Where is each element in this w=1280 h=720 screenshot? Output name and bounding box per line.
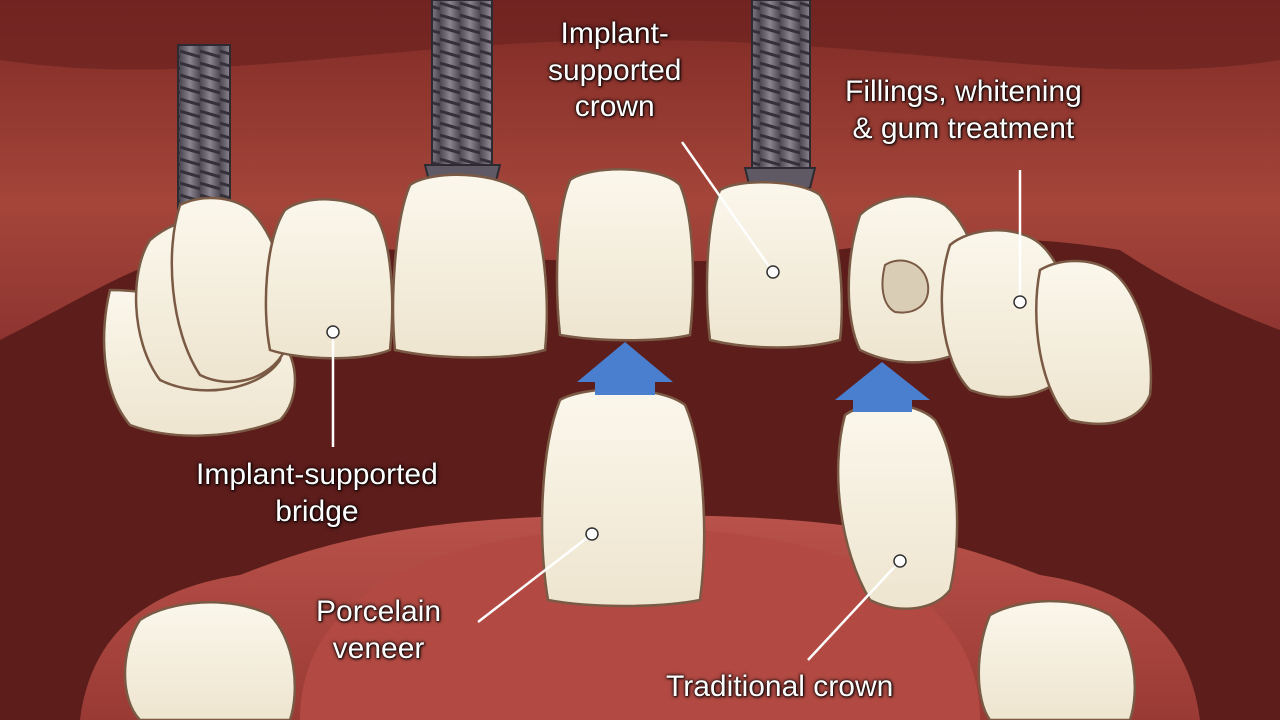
label-line: bridge xyxy=(275,494,359,528)
tooth-porcelain-veneer xyxy=(540,388,706,608)
label-line: Porcelain xyxy=(316,595,442,628)
label-fillings-whitening: Fillings, whitening & gum treatment xyxy=(845,74,1082,147)
leader-lines xyxy=(326,141,1027,661)
tooth-right-molar xyxy=(1035,259,1153,425)
tooth-bridge-central xyxy=(391,173,549,359)
upper-gum-shade xyxy=(0,0,1280,70)
label-line: Implant-supported xyxy=(196,458,438,491)
label-traditional-crown: Traditional crown xyxy=(666,669,893,706)
tooth-implant-crown xyxy=(555,168,695,342)
label-line: & gum treatment xyxy=(852,111,1075,145)
tooth-bridge-lateral xyxy=(264,198,394,360)
label-line: veneer xyxy=(332,631,425,665)
label-line: Fillings, whitening xyxy=(845,75,1082,108)
label-line: Implant- xyxy=(560,17,669,50)
tooth-lower-right xyxy=(977,599,1136,720)
tongue xyxy=(300,528,980,720)
tooth-right-crown xyxy=(705,180,844,349)
label-implant-supported-crown: Implant- supported crown xyxy=(548,16,681,126)
label-line: crown xyxy=(574,90,655,124)
label-implant-supported-bridge: Implant-supported bridge xyxy=(196,457,438,530)
label-line: supported xyxy=(548,53,682,87)
tooth-traditional-crown xyxy=(836,403,959,610)
label-porcelain-veneer: Porcelain veneer xyxy=(316,594,441,667)
label-line: Traditional crown xyxy=(666,670,894,703)
up-arrow-icon xyxy=(577,342,930,412)
tooth-filling xyxy=(881,259,930,314)
tooth-lower-left xyxy=(123,601,296,720)
